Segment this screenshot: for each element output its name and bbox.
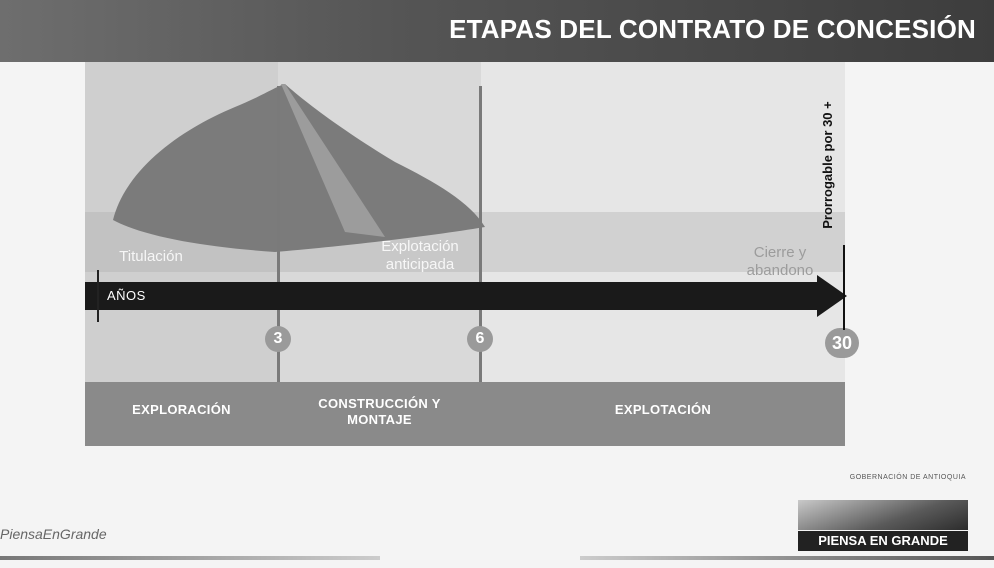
years-arrow-head xyxy=(817,275,847,317)
extension-note: Prorrogable por 30 + xyxy=(820,101,835,229)
extension-line xyxy=(843,245,845,330)
year-marker-3: 3 xyxy=(265,326,291,352)
year-marker-6: 6 xyxy=(467,326,493,352)
logo-graphic xyxy=(798,500,968,530)
year-3-line xyxy=(277,86,280,382)
year-marker-30: 30 xyxy=(825,328,859,358)
label-explotacion-anticipada: Explotación anticipada xyxy=(381,238,459,273)
start-tick xyxy=(97,270,99,322)
label-cierre-abandono: Cierre y abandono xyxy=(746,244,814,279)
label-titulacion: Titulación xyxy=(119,248,183,265)
exploitation-panel xyxy=(481,62,845,382)
stage-strip xyxy=(85,382,845,446)
header-bar: ETAPAS DEL CONTRATO DE CONCESIÓN xyxy=(0,0,994,62)
footer-line-right xyxy=(580,556,994,560)
page-title: ETAPAS DEL CONTRATO DE CONCESIÓN xyxy=(449,14,976,44)
piensa-en-grande-logo: PIENSA EN GRANDE xyxy=(798,500,968,552)
footer-line-left xyxy=(0,556,380,560)
mountain-illustration xyxy=(113,84,485,252)
stage-explotacion: EXPLOTACIÓN xyxy=(614,402,712,417)
years-axis-label: AÑOS xyxy=(107,288,146,303)
government-label: GOBERNACIÓN DE ANTIOQUIA xyxy=(849,474,966,481)
stage-construccion-montaje: CONSTRUCCIÓN Y MONTAJE xyxy=(318,396,441,427)
hashtag: PiensaEnGrande xyxy=(0,526,107,542)
year-6-line xyxy=(479,86,482,382)
concession-stages-diagram: Titulación Explotación anticipada Cierre… xyxy=(85,62,859,446)
logo-text: PIENSA EN GRANDE xyxy=(798,531,968,551)
years-arrow xyxy=(85,282,820,310)
stage-exploracion: EXPLORACIÓN xyxy=(132,402,231,417)
